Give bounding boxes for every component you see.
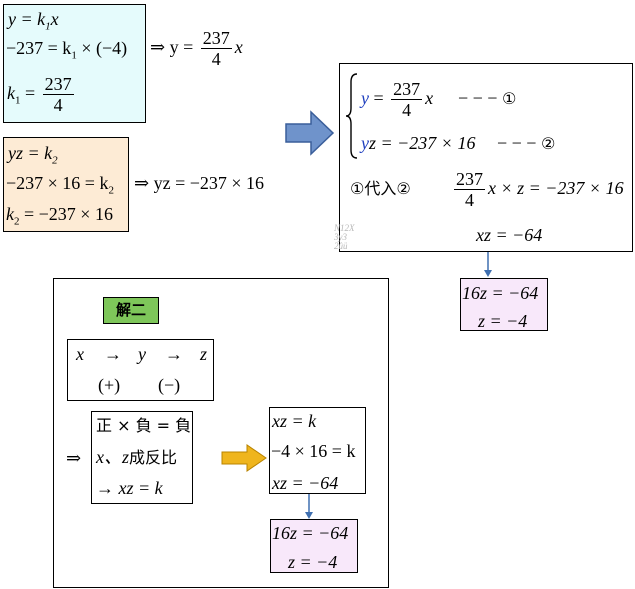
var-y: y xyxy=(138,344,146,364)
right-arrow-icon xyxy=(285,110,335,156)
substitution-label: ①代入② xyxy=(350,179,411,198)
eq-solve-k2: −237 × 16 = k2 xyxy=(6,173,114,197)
system-eq1-marker: − − − ① xyxy=(458,88,517,108)
system-eq2-marker: − − − ② xyxy=(497,133,556,153)
system-eq2: yz = −237 × 16 xyxy=(361,133,476,153)
rule-inverse: x、z成反比 xyxy=(96,447,178,467)
variable-chain-box xyxy=(67,339,214,401)
eq-yz-k2: yz = k2 xyxy=(8,143,58,167)
arrow-y-z: → xyxy=(165,344,183,364)
eq-16z: 16z = −64 xyxy=(462,283,539,303)
eq-z-value: z = −4 xyxy=(478,311,528,331)
rule-box xyxy=(91,411,193,504)
down-arrow-icon xyxy=(484,252,492,277)
solution-two-tag: 解二 xyxy=(103,297,159,324)
left-brace-icon xyxy=(345,73,358,159)
right-arrow-icon xyxy=(221,444,267,472)
rule-xz-k: → xz = k xyxy=(96,478,163,498)
var-z: z xyxy=(200,344,208,364)
sign-negative: (−) xyxy=(158,375,181,395)
sign-positive: (+) xyxy=(98,375,121,395)
system-result: xz = −64 xyxy=(476,225,543,245)
eq-16z-two: 16z = −64 xyxy=(272,523,349,543)
arrow-x-y: → xyxy=(104,344,122,364)
eq-xz-value: xz = −64 xyxy=(272,473,339,493)
system-box xyxy=(339,63,633,252)
xz-constant-box xyxy=(269,407,366,494)
var-x: x xyxy=(76,344,84,364)
down-arrow-icon xyxy=(305,494,313,519)
eq-y-k1x: y = k1x xyxy=(8,9,59,33)
eq-k2-value: k2 = −237 × 16 xyxy=(6,204,113,228)
eq-xz-k: xz = k xyxy=(272,411,317,431)
inverse-variation-box xyxy=(3,137,129,232)
implies-symbol: ⇒ xyxy=(66,448,82,468)
direct-variation-box xyxy=(3,4,146,123)
eq-yz-result: ⇒ yz = −237 × 16 xyxy=(134,173,265,193)
eq-z-value-two: z = −4 xyxy=(288,552,338,572)
z-result-box xyxy=(460,278,548,331)
z-result-box-two xyxy=(270,519,358,573)
eq-solve-k1: −237 = k1 × (−4) xyxy=(6,38,128,62)
eq-k-compute: −4 × 16 = k xyxy=(271,441,356,461)
rule-sign-product: 正 × 負 = 負 xyxy=(96,416,192,435)
